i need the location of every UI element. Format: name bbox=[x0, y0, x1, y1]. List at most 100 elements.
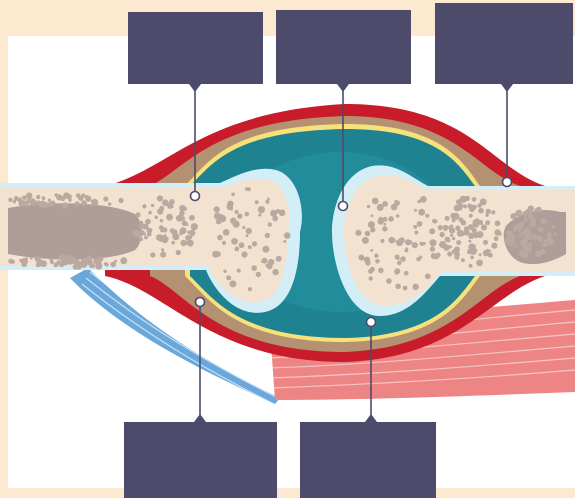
bone-spot bbox=[526, 235, 530, 239]
bone-spot bbox=[237, 214, 242, 219]
bone-spot bbox=[491, 243, 497, 249]
bone-spot bbox=[396, 256, 400, 260]
bone-spot bbox=[483, 240, 488, 245]
bone-spot bbox=[391, 204, 398, 211]
bone-spot bbox=[377, 204, 384, 211]
bone-spot bbox=[99, 257, 103, 261]
bone-spot bbox=[429, 228, 435, 234]
bone-spot bbox=[142, 204, 146, 208]
bone-spot bbox=[276, 256, 282, 262]
bone-spot bbox=[498, 232, 502, 236]
bone-spot bbox=[246, 234, 249, 237]
bone-spot bbox=[162, 227, 167, 232]
bone-spot bbox=[450, 234, 453, 237]
bone-spot bbox=[26, 192, 32, 198]
bone-spot bbox=[551, 225, 555, 229]
bone-spot bbox=[388, 216, 394, 222]
bone-spot bbox=[495, 221, 501, 227]
bone-spot bbox=[159, 206, 164, 211]
bone-spot bbox=[395, 284, 401, 290]
bone-spot bbox=[230, 218, 236, 224]
bone-spot bbox=[226, 275, 231, 280]
bone-spot bbox=[355, 230, 361, 236]
bone-spot bbox=[37, 259, 44, 266]
bone-spot bbox=[535, 251, 541, 257]
bone-spot bbox=[54, 193, 57, 196]
left-marrow-cavity bbox=[8, 203, 142, 259]
bone-spot bbox=[255, 200, 259, 204]
bone-spot bbox=[160, 219, 163, 222]
dot-top-right bbox=[503, 178, 512, 187]
bone-spot bbox=[229, 280, 236, 287]
bone-spot bbox=[182, 221, 188, 227]
bone-spot bbox=[160, 230, 163, 233]
bone-spot bbox=[8, 259, 13, 264]
bone-spot bbox=[105, 263, 109, 267]
bone-spot bbox=[388, 237, 395, 244]
bone-spot bbox=[19, 259, 22, 262]
bone-spot bbox=[58, 256, 62, 260]
bone-spot bbox=[470, 244, 476, 250]
label-top-right bbox=[435, 3, 573, 84]
bone-spot bbox=[248, 245, 252, 249]
bone-spot bbox=[262, 246, 269, 253]
bone-spot bbox=[108, 202, 111, 205]
label-bottom-left bbox=[124, 422, 277, 498]
bone-spot bbox=[234, 210, 238, 214]
bone-spot bbox=[463, 229, 470, 236]
bone-spot bbox=[95, 263, 102, 270]
bone-spot bbox=[92, 201, 97, 206]
bone-spot bbox=[75, 201, 80, 206]
bone-spot bbox=[386, 278, 392, 284]
bone-spot bbox=[214, 206, 220, 212]
bone-spot bbox=[443, 245, 449, 251]
label-top-left bbox=[128, 12, 263, 84]
bone-spot bbox=[245, 212, 250, 217]
bone-spot bbox=[89, 265, 93, 269]
bone-spot bbox=[258, 213, 261, 216]
bone-spot bbox=[447, 239, 451, 243]
bone-spot bbox=[404, 249, 408, 253]
bone-spot bbox=[148, 211, 152, 215]
bone-spot bbox=[510, 243, 514, 247]
bone-spot bbox=[521, 251, 528, 258]
bone-spot bbox=[358, 255, 364, 261]
bone-spot bbox=[222, 241, 226, 245]
bone-spot bbox=[362, 237, 369, 244]
bone-spot bbox=[177, 216, 180, 219]
bone-spot bbox=[60, 196, 65, 201]
bone-spot bbox=[272, 269, 278, 275]
bone-spot bbox=[50, 260, 54, 264]
bone-spot bbox=[400, 256, 406, 262]
bone-spot bbox=[394, 268, 400, 274]
bone-spot bbox=[270, 210, 277, 217]
bone-spot bbox=[86, 256, 92, 262]
bone-spot bbox=[472, 221, 479, 228]
bone-spot bbox=[189, 236, 192, 239]
bone-spot bbox=[234, 247, 239, 252]
bone-spot bbox=[13, 200, 16, 203]
bone-spot bbox=[120, 257, 127, 264]
bone-spot bbox=[547, 232, 552, 237]
bone-spot bbox=[412, 242, 418, 248]
bone-spot bbox=[248, 287, 252, 291]
bone-spot bbox=[56, 260, 60, 264]
dot-bottom-center bbox=[367, 318, 376, 327]
bone-spot bbox=[367, 205, 371, 209]
bone-spot bbox=[413, 284, 419, 290]
bone-spot bbox=[538, 227, 544, 233]
bone-spot bbox=[438, 225, 443, 230]
bone-spot bbox=[72, 260, 76, 264]
dot-top-center bbox=[339, 202, 348, 211]
bone-spot bbox=[394, 200, 397, 203]
bone-spot bbox=[417, 221, 423, 227]
bone-spot bbox=[531, 235, 535, 239]
bone-spot bbox=[186, 241, 190, 245]
bone-spot bbox=[540, 219, 543, 222]
bone-spot bbox=[246, 228, 252, 234]
bone-spot bbox=[8, 198, 12, 202]
bone-spot bbox=[468, 249, 472, 253]
bone-spot bbox=[378, 217, 382, 221]
bone-spot bbox=[416, 257, 420, 261]
bone-spot bbox=[283, 240, 286, 243]
